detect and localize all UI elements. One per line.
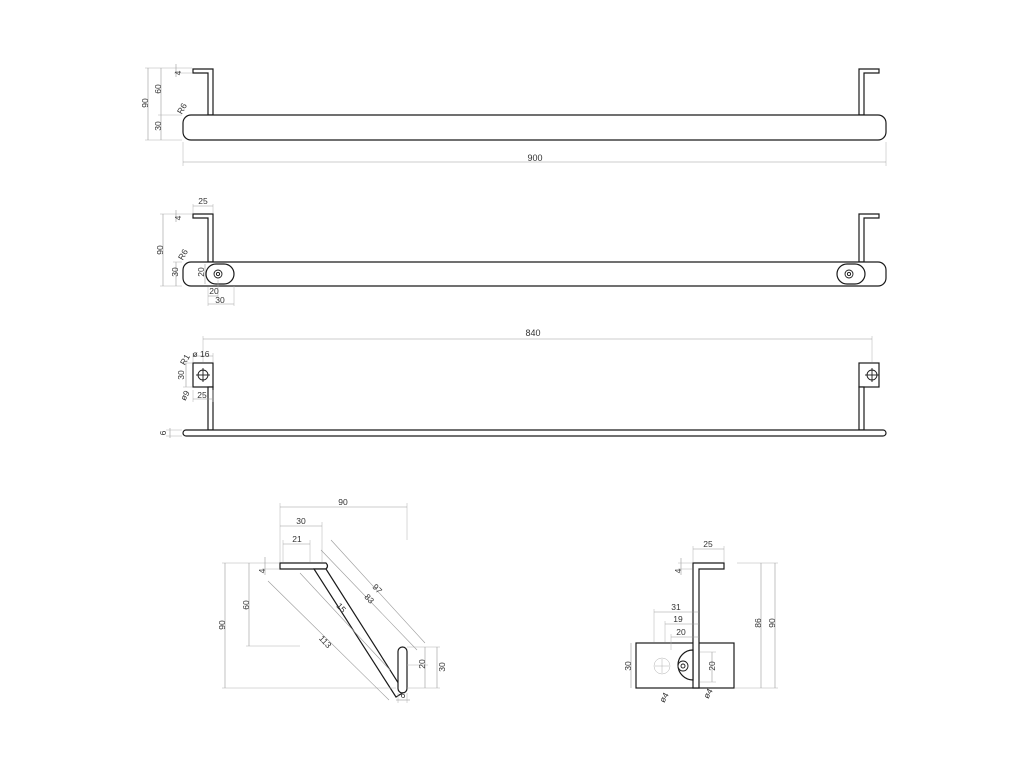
detail-right-dim-19: 19 xyxy=(673,614,683,624)
detail-right-view: 25 4 86 90 31 19 20 30 20 ø4 ø4 xyxy=(623,539,778,704)
side-dim-16: ø 16 xyxy=(192,349,209,359)
detail-left-dim-90: 90 xyxy=(338,497,348,507)
detail-right-dim-4: 4 xyxy=(673,568,683,573)
front-right-hole-inner xyxy=(846,271,852,277)
detail-left-dim-30: 30 xyxy=(296,516,306,526)
detail-left-dim-4: 4 xyxy=(257,568,267,573)
front-dim-90: 90 xyxy=(155,245,165,255)
detail-left-dim-90v: 90 xyxy=(217,620,227,630)
top-dim-90: 90 xyxy=(140,98,150,108)
top-dim-r6: R6 xyxy=(175,101,189,116)
detail-left-flange xyxy=(279,562,329,570)
detail-right-hook xyxy=(692,562,725,689)
front-left-hook xyxy=(192,213,214,263)
front-dim-r6: R6 xyxy=(176,247,190,262)
side-right-arm xyxy=(858,386,865,431)
detail-right-dim-25: 25 xyxy=(703,539,713,549)
detail-left-end-plate xyxy=(397,646,408,694)
front-right-hole-outer xyxy=(844,269,854,279)
top-dim-4: 4 xyxy=(173,70,183,75)
top-right-hook xyxy=(858,68,880,116)
side-dim-840: 840 xyxy=(525,328,540,338)
detail-right-dim-20: 20 xyxy=(676,627,686,637)
side-dim-30: 30 xyxy=(176,370,186,380)
detail-left-arm xyxy=(312,568,405,698)
detail-right-dim-20v: 20 xyxy=(707,661,717,671)
side-dim-6: 6 xyxy=(158,430,168,435)
top-bar xyxy=(182,114,887,141)
side-left-arm xyxy=(207,386,214,431)
top-dim-900: 900 xyxy=(527,153,542,163)
detail-right-hole xyxy=(677,660,689,672)
detail-left-dim-83: 83 xyxy=(362,592,376,606)
detail-right-dim-dia-b: ø4 xyxy=(701,686,715,700)
top-left-hook xyxy=(192,68,214,116)
detail-right-dim-86: 86 xyxy=(753,618,763,628)
detail-right-wall-plate xyxy=(635,642,735,689)
front-dim-25: 25 xyxy=(198,196,208,206)
front-view: 25 4 90 R6 30 20 20 30 xyxy=(155,196,887,306)
detail-right-screw xyxy=(653,657,671,675)
detail-right-dim-31: 31 xyxy=(671,602,681,612)
side-bar xyxy=(182,429,887,437)
detail-right-dim-dia-a: ø4 xyxy=(657,690,671,704)
front-dim-20v: 20 xyxy=(196,267,206,277)
detail-left-dim-20: 20 xyxy=(417,659,427,669)
front-left-hole-inner xyxy=(215,271,221,277)
detail-left-dim-60: 60 xyxy=(241,600,251,610)
front-dim-30: 30 xyxy=(170,267,180,277)
detail-right-hole-inner xyxy=(680,663,686,669)
side-dim-25: 25 xyxy=(197,390,207,400)
side-dim-r1: R1 xyxy=(178,352,192,367)
detail-left-dim-6: 6 xyxy=(401,690,406,700)
detail-right-dim-90: 90 xyxy=(767,618,777,628)
detail-left-dim-21: 21 xyxy=(292,534,302,544)
front-left-hole-outer xyxy=(213,269,223,279)
top-view: 90 60 30 4 R6 900 xyxy=(140,64,887,166)
detail-left-view: 90 30 21 4 60 90 97 83 15 113 20 30 6 xyxy=(217,497,447,703)
side-view: 840 R1 ø 16 30 ø9 25 6 xyxy=(158,328,887,438)
front-dim-20h: 20 xyxy=(209,286,219,296)
front-dim-4: 4 xyxy=(173,215,183,220)
side-dim-9: ø9 xyxy=(178,388,192,402)
front-bar xyxy=(182,261,887,287)
detail-right-dim-30: 30 xyxy=(623,661,633,671)
front-right-hook xyxy=(858,213,880,263)
top-dim-60: 60 xyxy=(153,84,163,94)
top-dim-30: 30 xyxy=(153,121,163,131)
detail-left-dim-30v: 30 xyxy=(437,662,447,672)
detail-left-dim-113: 113 xyxy=(317,633,334,650)
front-dim-30h: 30 xyxy=(215,295,225,305)
